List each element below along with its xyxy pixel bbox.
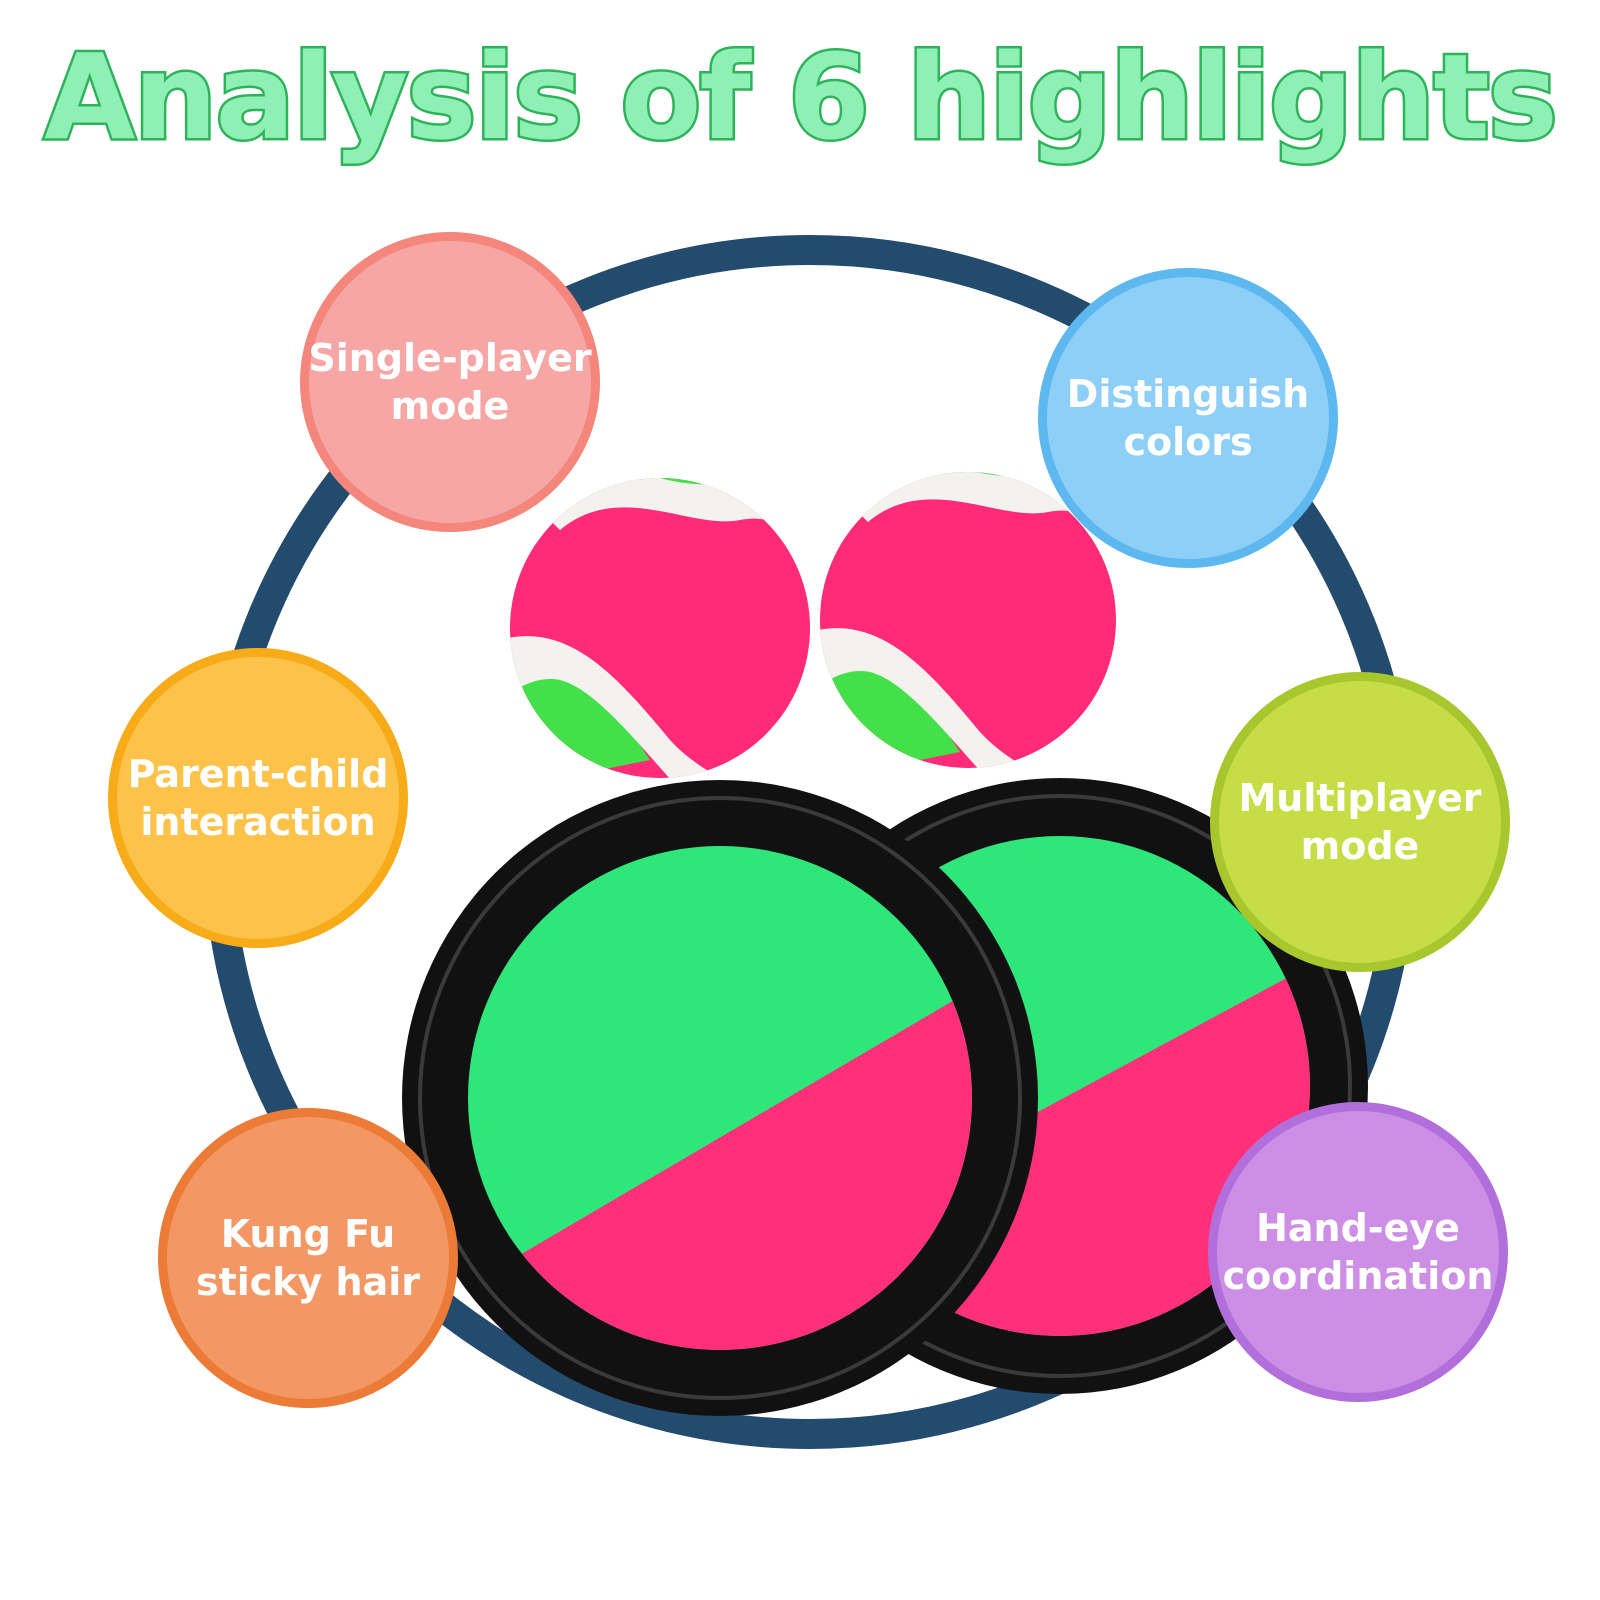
highlight-label-line-1: Hand-eye <box>1256 1206 1460 1250</box>
highlight-label-line-2: mode <box>390 384 510 428</box>
ball-right <box>820 472 1116 768</box>
highlight-multiplayer-mode: Multiplayer mode <box>1210 672 1510 972</box>
highlight-distinguish-colors: Distinguish colors <box>1038 268 1338 568</box>
highlight-label-line-1: Kung Fu <box>220 1212 396 1256</box>
paddle-left <box>402 780 1038 1416</box>
highlight-label-line-2: colors <box>1123 420 1253 464</box>
ball-left <box>510 478 810 778</box>
highlight-parent-child-interaction: Parent-child interaction <box>108 648 408 948</box>
highlight-label-line-1: Distinguish <box>1066 372 1310 416</box>
highlight-label-line-1: Multiplayer <box>1238 776 1482 820</box>
highlight-label-line-2: interaction <box>140 800 376 844</box>
highlight-single-player-mode: Single-player mode <box>300 232 600 532</box>
page-title: Analysis of 6 highlights <box>42 26 1561 169</box>
highlight-label-line-2: coordination <box>1222 1254 1494 1298</box>
highlight-hand-eye-coordination: Hand-eye coordination <box>1208 1102 1508 1402</box>
highlight-label-line-1: Single-player <box>308 336 592 380</box>
highlight-label-line-1: Parent-child <box>127 752 389 796</box>
highlight-label-line-2: sticky hair <box>195 1260 421 1304</box>
highlight-kung-fu-sticky-hair: Kung Fu sticky hair <box>158 1108 458 1408</box>
highlight-label-line-2: mode <box>1300 824 1420 868</box>
